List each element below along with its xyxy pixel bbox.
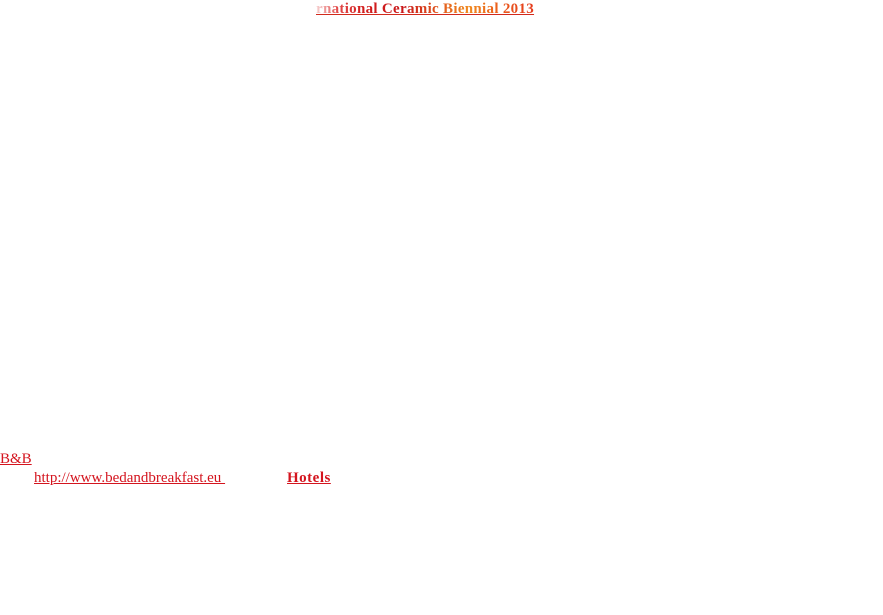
bedandbreakfast-url-link[interactable]: http://www.bedandbreakfast.eu [34,470,226,486]
hotels-link[interactable]: Hotels [287,470,331,486]
bnb-link[interactable]: B&B [0,451,32,467]
biennial-title-link[interactable]: rnational Ceramic Biennial 2013 [316,1,535,17]
